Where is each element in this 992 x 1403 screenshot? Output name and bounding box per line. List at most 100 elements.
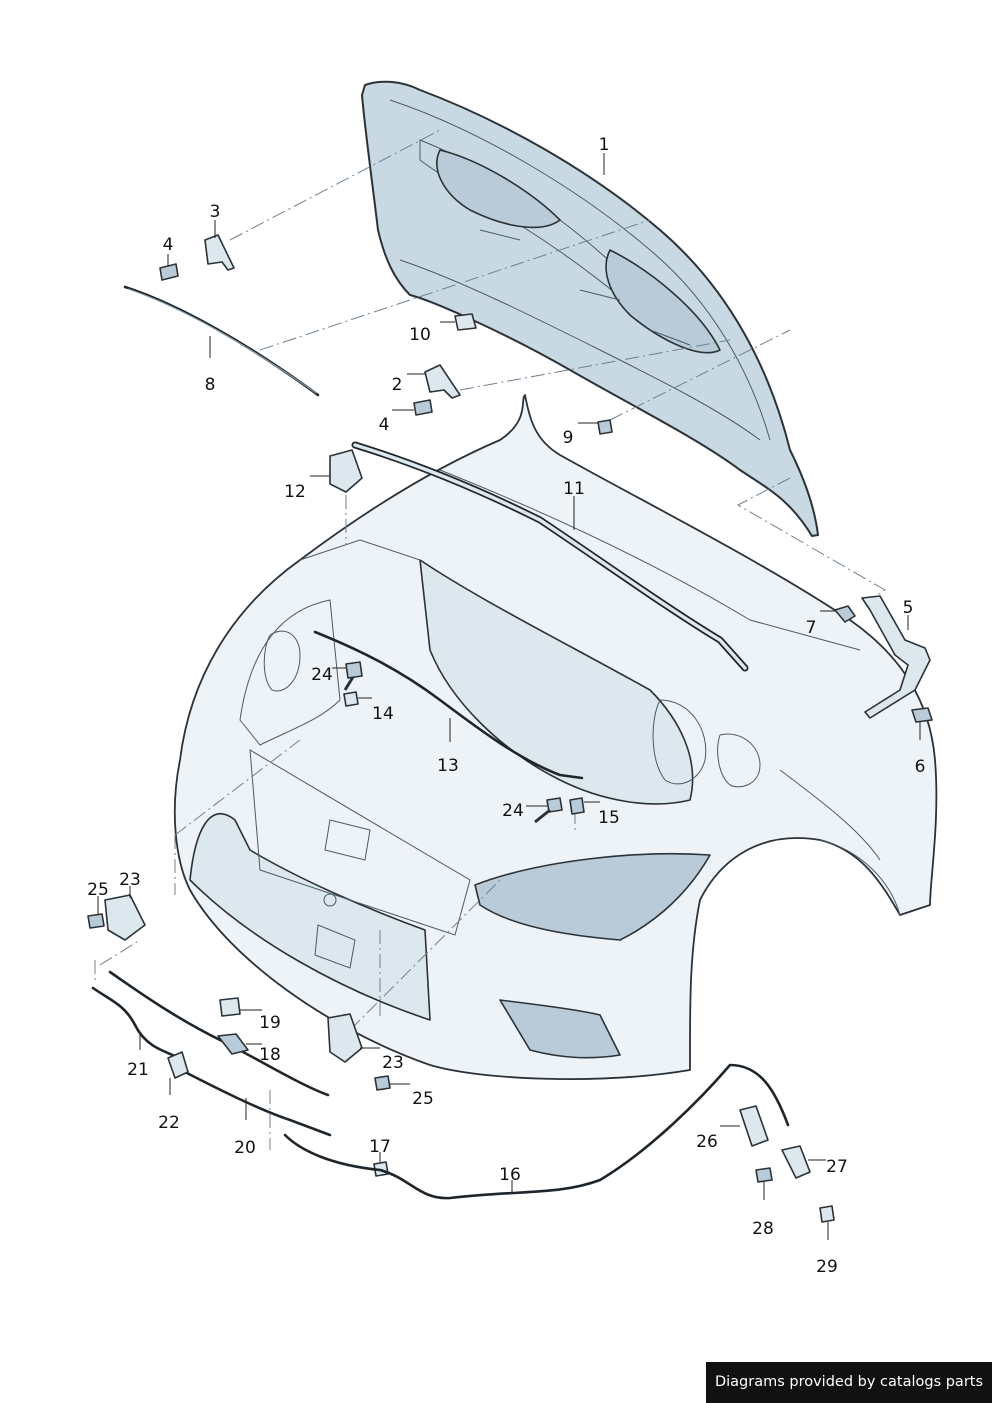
callout-25-left[interactable]: 25 [87, 880, 109, 914]
svg-text:26: 26 [696, 1132, 718, 1152]
svg-text:23: 23 [382, 1053, 404, 1073]
bracket-27 [781, 1145, 811, 1179]
callout-25-right[interactable]: 25 [390, 1083, 434, 1109]
svg-text:3: 3 [210, 202, 221, 222]
svg-text:11: 11 [563, 479, 585, 499]
assembly-guide-lines [94, 129, 886, 1150]
callout-7[interactable]: 7 [806, 610, 835, 638]
callout-28[interactable]: 28 [752, 1182, 774, 1239]
svg-text:15: 15 [598, 808, 620, 828]
callout-15[interactable]: 15 [584, 801, 620, 828]
clip-14 [343, 691, 359, 707]
lock-23-left [104, 894, 146, 941]
callout-6[interactable]: 6 [915, 722, 926, 777]
svg-text:4: 4 [379, 415, 390, 435]
svg-text:8: 8 [205, 375, 216, 395]
callout-23-left[interactable]: 23 [119, 870, 141, 898]
bolt-24-left [343, 661, 363, 691]
svg-text:9: 9 [563, 428, 574, 448]
callouts: 1 2 3 4 4 5 6 7 8 9 10 11 12 13 14 15 16… [87, 135, 925, 1277]
callout-24-right[interactable]: 24 [502, 801, 547, 821]
front-body-structure [173, 394, 938, 1080]
callout-24-left[interactable]: 24 [311, 665, 346, 685]
svg-text:18: 18 [259, 1045, 281, 1065]
callout-27[interactable]: 27 [808, 1157, 848, 1177]
watermark-banner: Diagrams provided by catalogs parts [706, 1362, 992, 1403]
callout-4-mid[interactable]: 4 [379, 409, 414, 435]
callout-20[interactable]: 20 [234, 1098, 256, 1158]
callout-9[interactable]: 9 [563, 422, 598, 448]
callout-29[interactable]: 29 [816, 1222, 838, 1277]
cable-21 [91, 986, 182, 1060]
svg-text:23: 23 [119, 870, 141, 890]
hinge-3 [204, 234, 235, 271]
callout-13[interactable]: 13 [437, 718, 459, 776]
svg-text:10: 10 [409, 325, 431, 345]
svg-text:21: 21 [127, 1060, 149, 1080]
callout-14[interactable]: 14 [358, 697, 394, 724]
callout-10[interactable]: 10 [409, 321, 455, 345]
svg-text:22: 22 [158, 1113, 180, 1133]
lock-12 [329, 449, 363, 493]
bolt-4-mid [413, 399, 433, 416]
svg-text:5: 5 [903, 598, 914, 618]
svg-text:12: 12 [284, 482, 306, 502]
svg-text:25: 25 [87, 880, 109, 900]
seal-strip-8 [123, 285, 320, 397]
callout-1[interactable]: 1 [599, 135, 610, 175]
svg-text:24: 24 [502, 801, 524, 821]
clip-25-left [87, 913, 105, 929]
clip-25-right [374, 1075, 391, 1091]
svg-text:24: 24 [311, 665, 333, 685]
callout-23-right[interactable]: 23 [360, 1047, 404, 1073]
callout-8[interactable]: 8 [205, 336, 216, 395]
callout-21[interactable]: 21 [127, 1032, 149, 1080]
callout-2[interactable]: 2 [392, 373, 425, 395]
callout-5[interactable]: 5 [903, 598, 914, 630]
seal-strip-11 [351, 441, 749, 672]
callout-22[interactable]: 22 [158, 1078, 180, 1133]
bolt-24-right [534, 797, 563, 824]
svg-text:25: 25 [412, 1089, 434, 1109]
cable-13 [313, 630, 584, 780]
svg-text:7: 7 [806, 618, 817, 638]
handle-26 [739, 1105, 769, 1147]
callout-16[interactable]: 16 [499, 1165, 521, 1192]
svg-text:4: 4 [163, 235, 174, 255]
bolt-28 [755, 1167, 773, 1183]
callout-19[interactable]: 19 [240, 1009, 281, 1033]
grommet-15 [569, 797, 585, 815]
buffer-9 [597, 419, 613, 435]
svg-text:29: 29 [816, 1257, 838, 1277]
callout-17[interactable]: 17 [369, 1137, 391, 1162]
bolt-4-top [159, 263, 179, 281]
cable-16 [283, 1063, 790, 1200]
svg-text:27: 27 [826, 1157, 848, 1177]
svg-text:6: 6 [915, 757, 926, 777]
cable-connector-18 [217, 1033, 249, 1055]
svg-text:2: 2 [392, 375, 403, 395]
svg-text:1: 1 [599, 135, 610, 155]
clip-29 [819, 1205, 835, 1223]
callout-3[interactable]: 3 [210, 202, 221, 238]
callout-4-top[interactable]: 4 [163, 235, 174, 266]
svg-text:13: 13 [437, 756, 459, 776]
svg-text:28: 28 [752, 1219, 774, 1239]
release-lever-22 [167, 1051, 189, 1079]
svg-text:16: 16 [499, 1165, 521, 1185]
hinge-2 [424, 364, 461, 399]
cable-20 [108, 970, 332, 1137]
callout-26[interactable]: 26 [696, 1125, 740, 1152]
hood-panel [361, 80, 819, 537]
buffer-10 [454, 313, 477, 331]
callout-12[interactable]: 12 [284, 475, 330, 502]
bolt-6 [911, 707, 933, 723]
svg-text:17: 17 [369, 1137, 391, 1157]
callout-11[interactable]: 11 [563, 479, 585, 530]
svg-text:20: 20 [234, 1138, 256, 1158]
callout-18[interactable]: 18 [246, 1043, 281, 1065]
cable-holder-19 [219, 997, 241, 1017]
svg-text:19: 19 [259, 1013, 281, 1033]
